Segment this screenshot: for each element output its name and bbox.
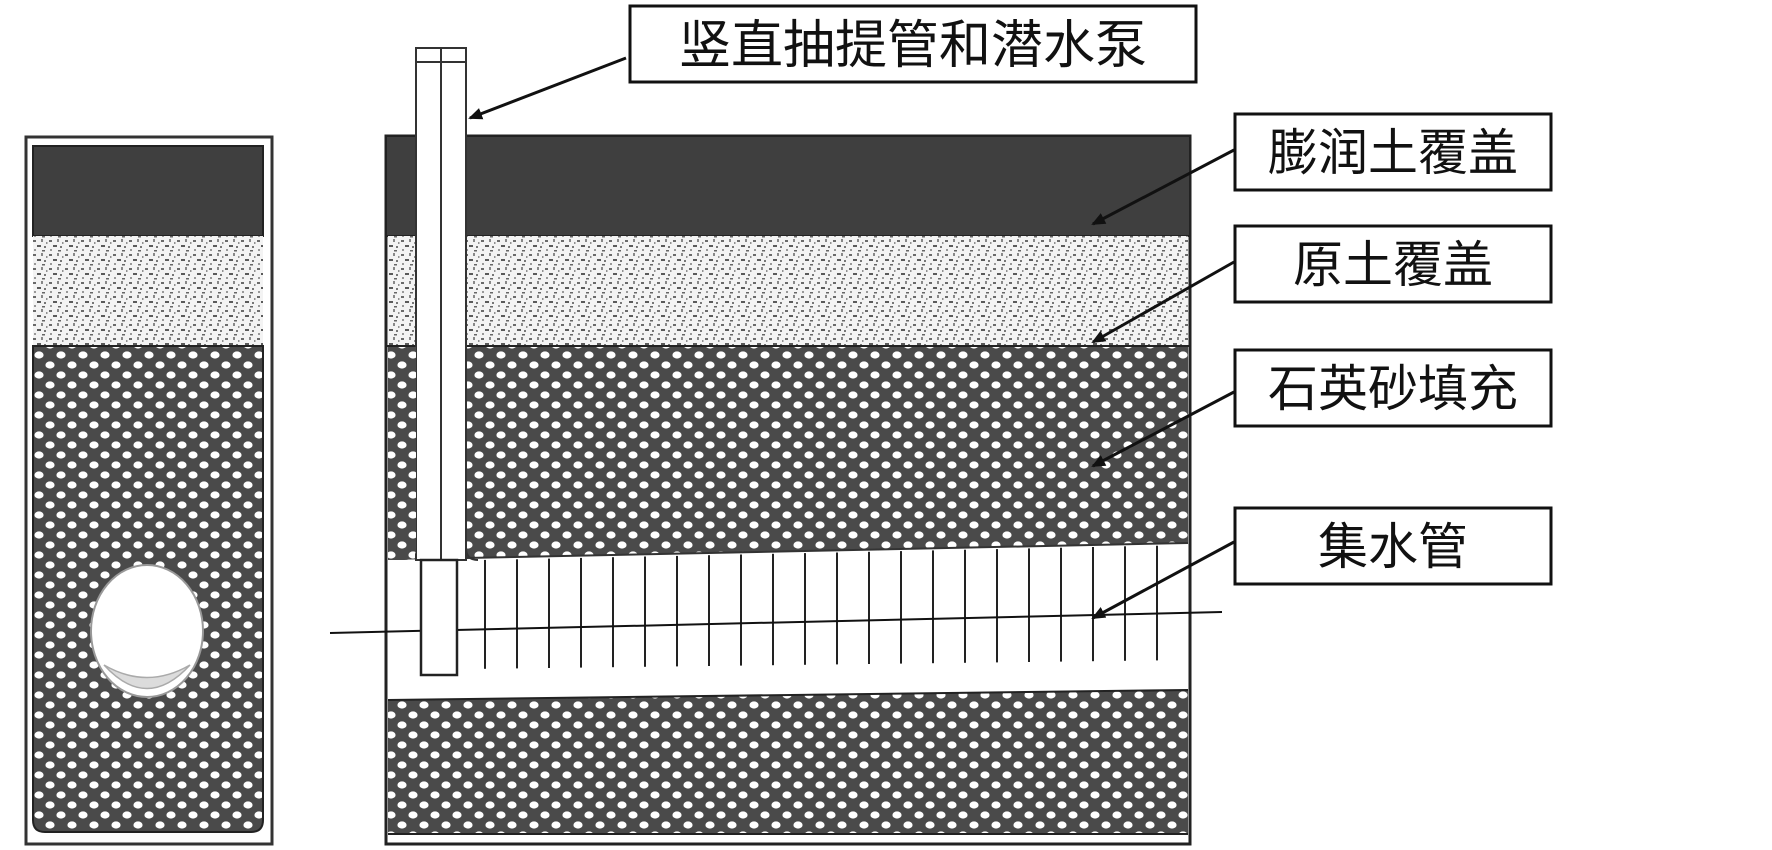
label-quartz-box [1233,348,1553,428]
arrow-bentonite [1091,148,1235,226]
label-soil: 原土覆盖 [1091,224,1553,344]
label-soil-text: 原土覆盖 [1293,236,1493,294]
label-bentonite-box [1233,112,1553,192]
cross-section-soil-layer [33,236,263,346]
arrow-pipe-pump [468,56,627,120]
arrow-quartz [1091,390,1235,468]
quartz-sand-layer [388,347,1188,560]
submersible-pump [419,558,459,677]
label-pipe-pump-box [628,4,1198,84]
cross-section-bentonite-layer [32,145,264,237]
native-soil-layer [388,236,1188,346]
collector-pipe-perforations [484,545,1158,669]
quartz-sand-bottom [388,690,1188,834]
collector-pipe-line [329,611,1223,634]
label-pipe-pump: 竖直抽提管和潜水泵 [468,4,1198,120]
arrow-soil [1091,260,1235,344]
label-quartz-text: 石英砂填充 [1268,360,1518,418]
collector-pipe-cross-section [90,564,204,698]
label-collector-text: 集水管 [1318,518,1468,576]
label-pipe-pump-text: 竖直抽提管和潜水泵 [679,16,1147,76]
label-soil-box [1233,224,1553,304]
arrow-collector [1091,540,1235,620]
collector-pipe-shadow [103,664,191,690]
label-quartz: 石英砂填充 [1091,348,1553,468]
label-bentonite: 膨润土覆盖 [1091,112,1553,226]
cross-section [24,135,274,846]
label-collector: 集水管 [1091,506,1553,620]
longitudinal-section [329,47,1223,846]
label-bentonite-text: 膨润土覆盖 [1268,124,1518,182]
pipe-surround [388,347,416,560]
label-collector-box [1233,506,1553,586]
bentonite-layer [385,135,1191,237]
